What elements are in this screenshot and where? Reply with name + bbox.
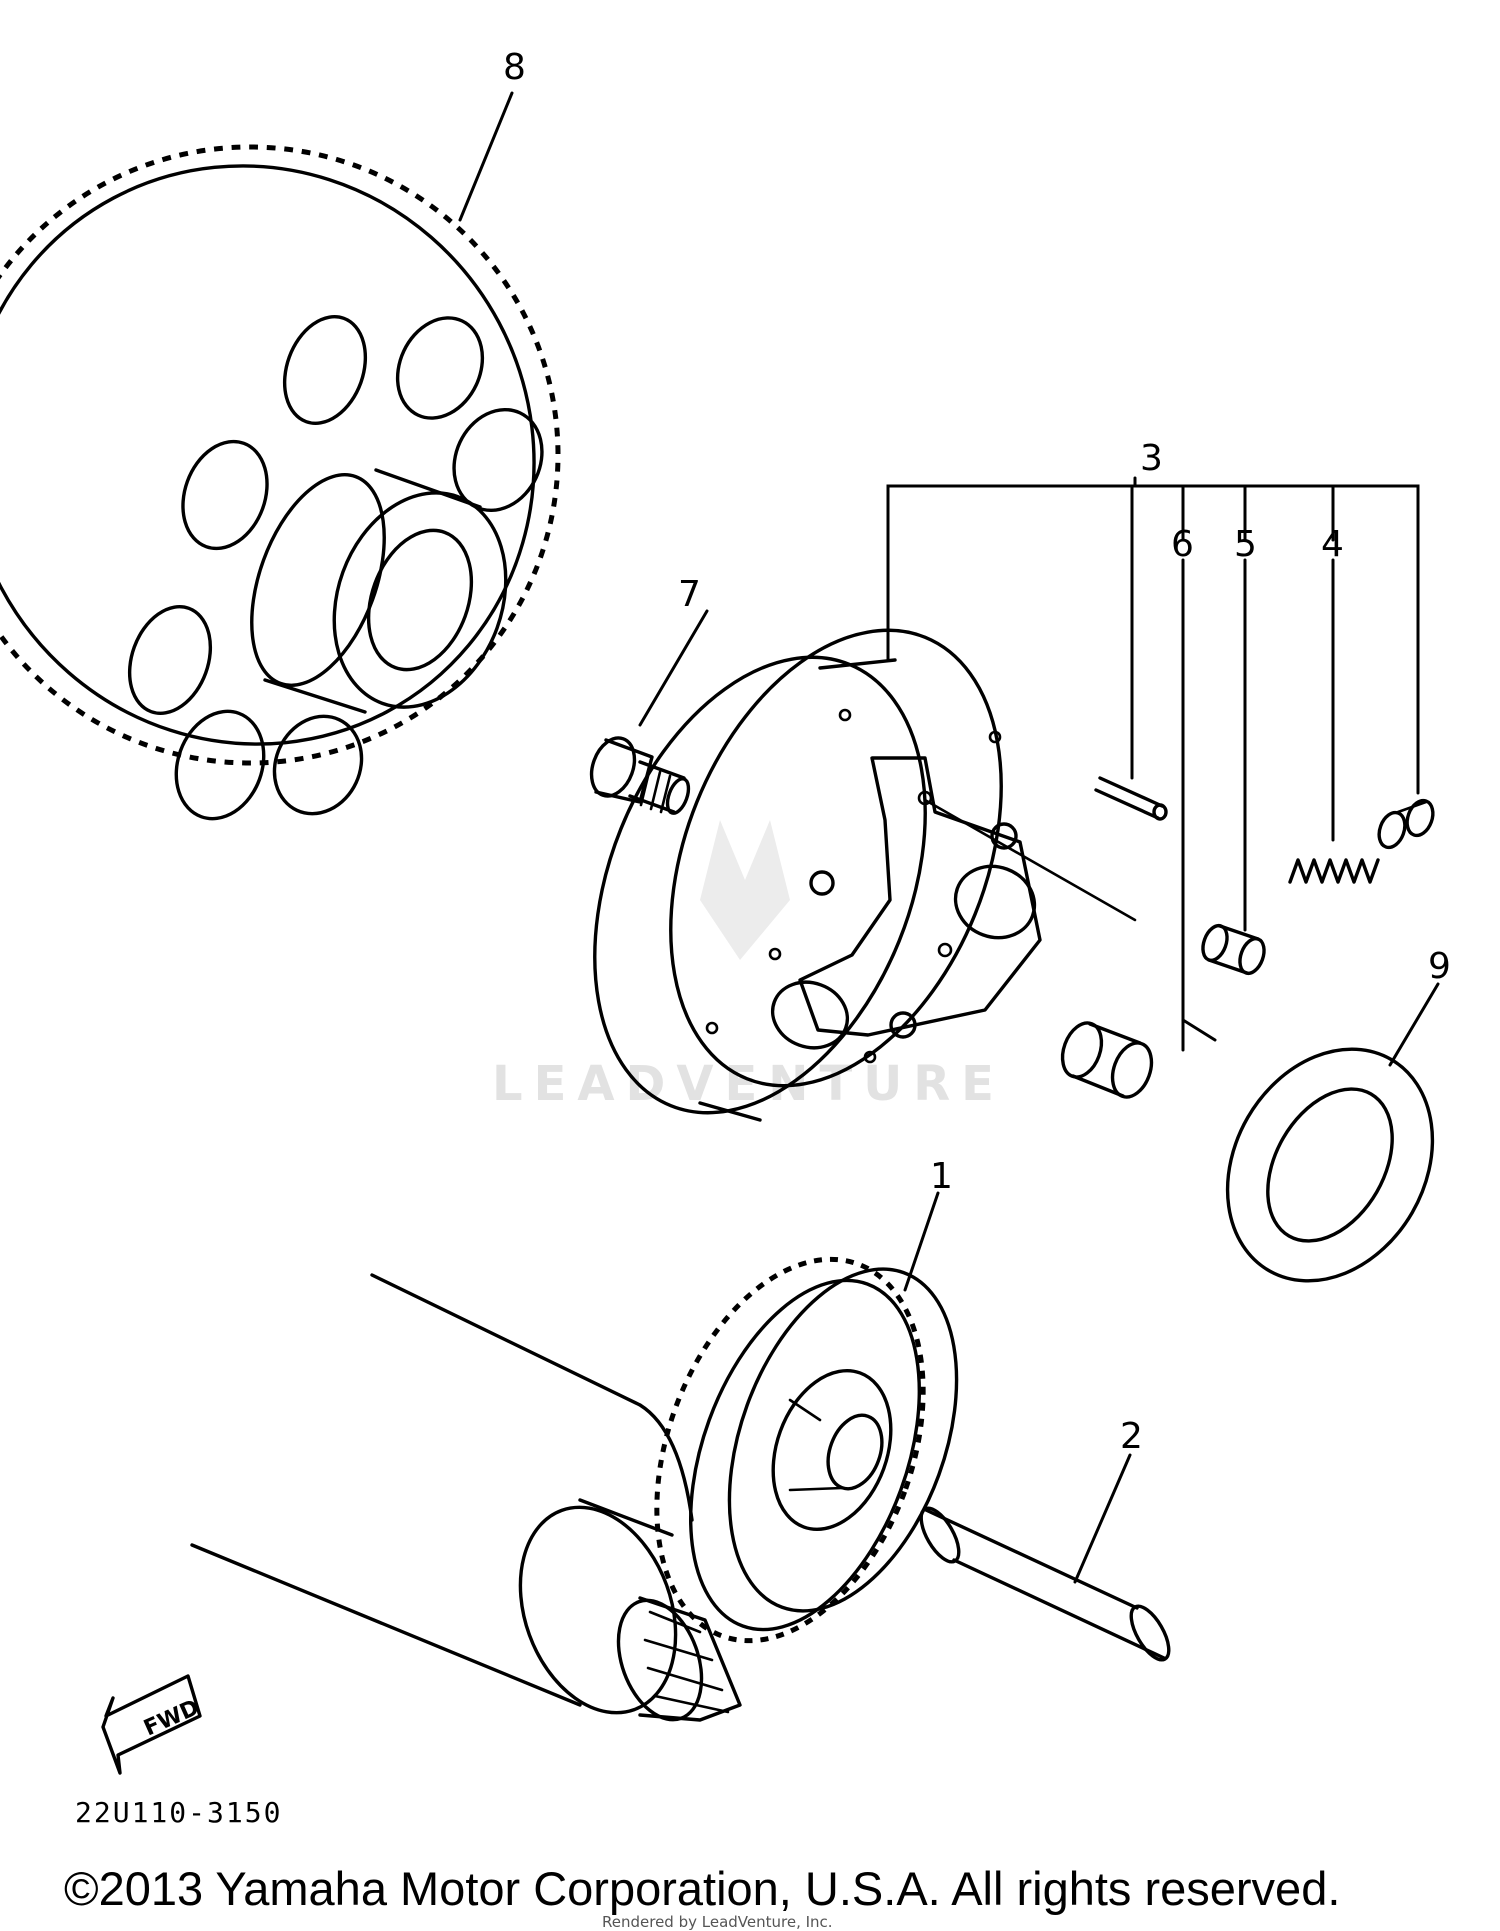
bolt [589, 736, 691, 815]
callout-4: 4 [1321, 524, 1344, 565]
callout-7: 7 [678, 574, 701, 615]
callout-1: 1 [930, 1156, 953, 1197]
idler-shaft [919, 1506, 1171, 1662]
callout-8: 8 [503, 47, 526, 88]
watermark-logo-icon [700, 820, 790, 960]
callouts: 8 3 6 5 4 7 9 1 2 [503, 47, 1451, 1457]
callout-5: 5 [1234, 524, 1257, 565]
figure-code: 22U110-3150 [75, 1796, 282, 1829]
callout-9: 9 [1428, 946, 1451, 987]
callout-6: 6 [1171, 524, 1194, 565]
fwd-arrow-icon: FWD [101, 1674, 203, 1775]
leader-lines [458, 91, 1440, 1584]
watermark: LEADVENTURE [492, 820, 1005, 1112]
idler-gear [654, 1256, 959, 1644]
fwd-label: FWD [140, 1695, 203, 1741]
copyright-notice: ©2013 Yamaha Motor Corporation, U.S.A. A… [64, 1862, 1340, 1915]
starter-motor [190, 1273, 742, 1722]
callout-3: 3 [1140, 438, 1163, 479]
callout-2: 2 [1120, 1416, 1143, 1457]
clutch-small-parts [1060, 776, 1435, 1099]
one-way-clutch-body [593, 628, 1137, 1122]
starter-wheel-gear [0, 144, 561, 821]
render-credit: Rendered by LeadVenture, Inc. [602, 1913, 833, 1931]
watermark-text: LEADVENTURE [492, 1056, 1005, 1112]
washer [1225, 1047, 1435, 1283]
